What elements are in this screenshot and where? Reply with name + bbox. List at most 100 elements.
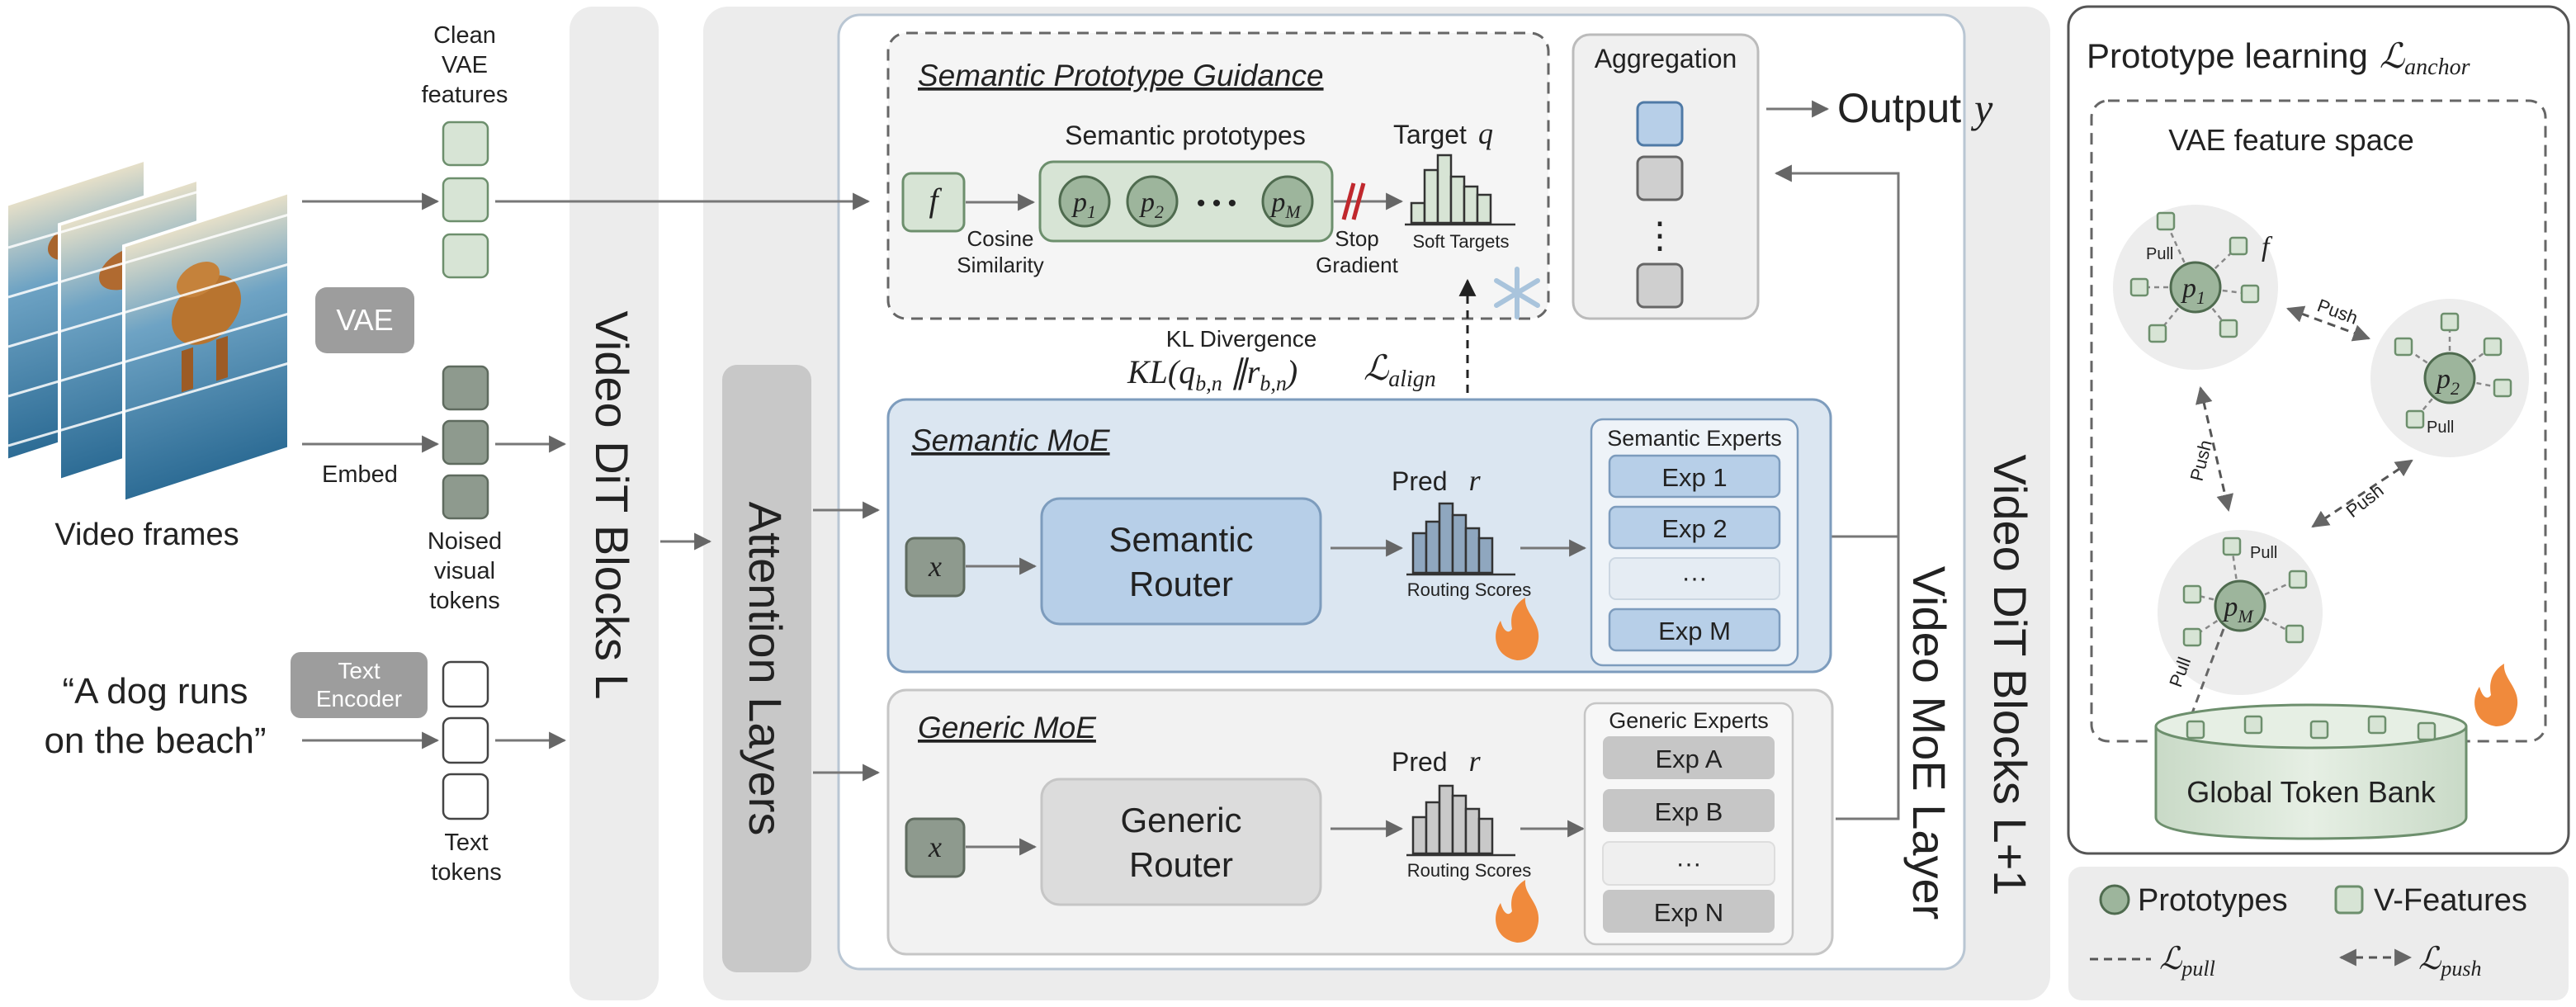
generic-x-box [905,817,966,878]
semantic-routing-label: Routing Scores [1407,579,1531,600]
target-histogram [1405,154,1515,226]
text-tokens-label-2: tokens [431,859,501,886]
cosine-label-1: Cosine [967,226,1034,251]
text-token-2 [442,716,489,764]
video-frames-label: Video frames [54,518,239,552]
semantic-x-box [905,537,966,598]
generic-router-box [1040,778,1322,906]
cosine-label-2: Similarity [957,253,1043,277]
generic-experts-title: Generic Experts [1609,708,1769,733]
text-tokens-label-1: Text [444,830,488,856]
token-bank-features [2186,715,2437,741]
legend-prototypes-label: Prototypes [2138,883,2288,918]
push-arrow-p1-pm [2195,385,2234,513]
cluster-pm-pull-top: Pull [2250,544,2277,562]
stop-label-1: Stop [1335,226,1379,251]
text-token-3 [442,773,489,820]
generic-expert-b-label: Exp B [1655,797,1723,826]
legend-vfeature-icon [2334,885,2364,915]
cluster-pm-label: pM [2222,592,2254,626]
semantic-to-aggregation-connector [1774,164,1900,538]
push-arrow-p1-p2 [2286,305,2370,342]
generic-router-label-2: Router [1129,845,1233,884]
attention-layers-block [722,365,811,972]
vae-box [315,287,414,353]
stop-label-2: Gradient [1316,253,1398,277]
legend-push-loss: ℒpush [2418,942,2482,981]
generic-expert-ellipsis-label: ··· [1676,849,1702,877]
generic-to-aggregation-connector [1836,537,1900,820]
semantic-expert-1 [1608,454,1781,499]
aggregation-token-1 [1636,101,1684,147]
generic-expert-a [1603,736,1775,779]
bank-pull-line [2186,628,2225,727]
clean-token-1 [442,121,489,167]
aggregation-dots: ⋮ [1642,215,1678,256]
prototypes-label: Semantic prototypes [1065,121,1306,150]
prototype-pm-label: pM [1269,187,1302,222]
snowflake-icon [1494,267,1540,319]
semantic-expert-ellipsis [1609,557,1780,600]
dit-l-label: Video DiT Blocks L [586,310,638,699]
semantic-expert-m-label: Exp M [1658,617,1731,645]
text-token-1 [442,660,489,708]
cluster-p2-node [2423,352,2476,404]
semantic-router-label-1: Semantic [1108,520,1253,559]
legend-prototype-icon [2099,884,2130,915]
prototype-p1-label: p1 [1071,187,1096,222]
noised-token-3 [442,474,489,520]
prototypes-box [1038,160,1334,243]
kl-formula: KL(qb,n ∥rb,n) [1127,353,1297,395]
legend-vfeatures-label: V-Features [2374,883,2527,918]
semantic-expert-ellipsis-label: ··· [1682,563,1708,592]
generic-expert-a-label: Exp A [1656,745,1723,773]
spg-f-box [901,172,966,233]
token-bank-body [2154,726,2468,840]
clean-vae-label-1: Clean [433,22,496,49]
clean-token-2 [442,177,489,223]
prototype-p2-node [1126,175,1179,228]
generic-router-label-1: Generic [1120,801,1241,839]
semantic-expert-1-label: Exp 1 [1661,463,1727,492]
aggregation-token-2 [1636,155,1684,201]
aggregation-token-3 [1636,262,1684,309]
prototype-fire-icon [2474,664,2518,726]
generic-expert-n-label: Exp N [1654,898,1723,927]
semantic-router-box [1040,497,1322,626]
generic-pred-histogram [1406,784,1515,857]
cluster-pm-features [2182,537,2308,647]
legend-panel [2068,867,2569,1000]
kl-label: KL Divergence [1166,326,1317,352]
semantic-expert-2-label: Exp 2 [1661,514,1727,543]
semantic-expert-2 [1608,505,1781,550]
cluster-p2-features [2394,312,2512,429]
loss-align: ℒalign [1364,350,1436,392]
video-frames-image [5,157,291,504]
text-encoder-label-1: Text [338,658,380,683]
semantic-router-label-2: Router [1129,565,1233,603]
prototype-p2-label: p2 [1139,187,1164,222]
generic-x-label: x [928,830,942,863]
noised-label-3: tokens [429,588,499,614]
noised-label-2: visual [434,558,495,584]
noised-token-1 [442,365,489,411]
cluster-p1-pull: Pull [2146,245,2173,263]
semantic-experts-title: Semantic Experts [1607,426,1782,451]
semantic-moe-title: Semantic MoE [911,423,1111,457]
generic-expert-n [1603,890,1775,933]
legend-pull-loss: ℒpull [2159,942,2215,981]
noised-label-1: Noised [428,528,502,555]
spg-title: Semantic Prototype Guidance [918,59,1324,92]
noised-token-2 [442,419,489,466]
generic-moe-title: Generic MoE [918,711,1097,745]
prototype-pm-node [1261,175,1314,228]
cluster-p1-node [2169,261,2222,314]
clean-vae-label-2: VAE [442,52,488,78]
generic-routing-label: Routing Scores [1407,860,1531,881]
cluster-p1-features [2129,211,2260,343]
